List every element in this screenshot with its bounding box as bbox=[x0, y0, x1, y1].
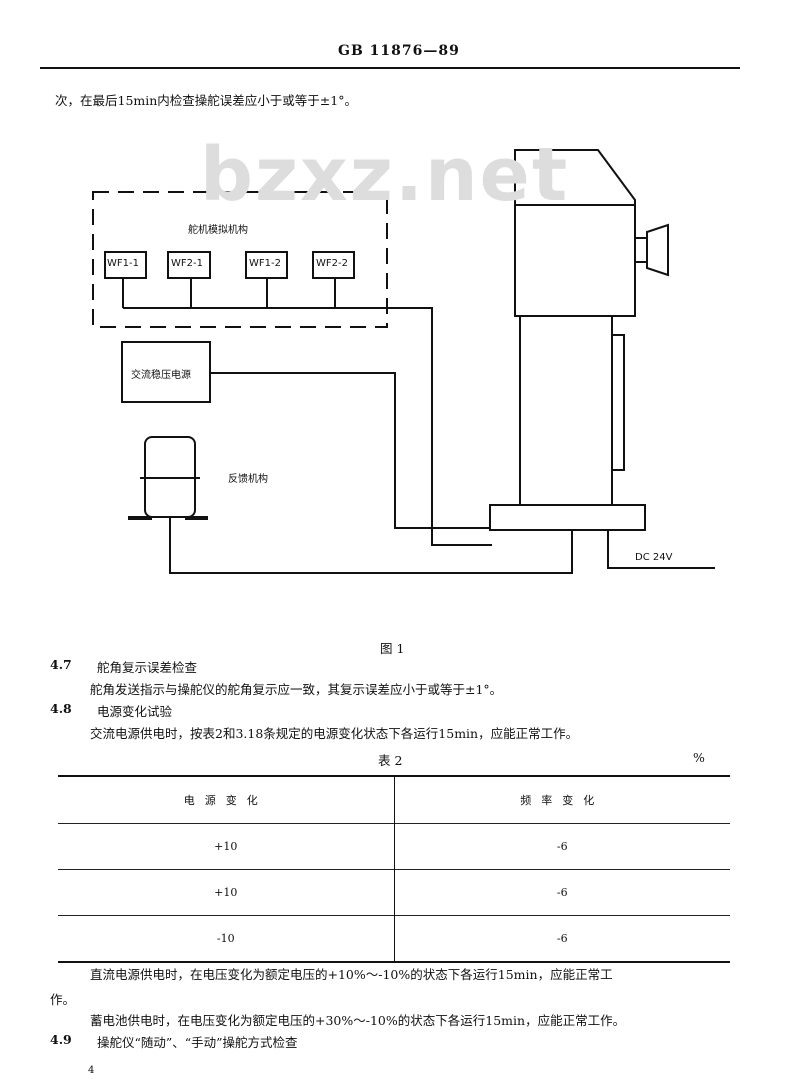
table-unit: % bbox=[693, 750, 705, 765]
paragraph: 蓄电池供电时，在电压变化为额定电压的+30%～-10%的状态下各运行15min，… bbox=[90, 1013, 626, 1028]
table-cell: +10 bbox=[58, 823, 395, 870]
section-title: 舵角复示误差检查 bbox=[97, 660, 198, 675]
standard-number: GB 11876—89 bbox=[338, 43, 460, 59]
wf-box bbox=[167, 251, 211, 279]
wf-label: WF2-1 bbox=[171, 258, 203, 269]
feedback-label: 反馈机构 bbox=[228, 474, 268, 485]
table-cell: -10 bbox=[58, 915, 395, 963]
simulator-dashed-box bbox=[92, 191, 388, 328]
header-rule bbox=[40, 67, 740, 69]
paragraph-continuation: 作。 bbox=[50, 992, 76, 1007]
dc-label: DC 24V bbox=[635, 552, 673, 563]
wf-box bbox=[104, 251, 147, 279]
table-cell: -6 bbox=[394, 823, 730, 870]
section-number: 4.9 bbox=[50, 1032, 72, 1047]
section-body: 交流电源供电时，按表2和3.18条规定的电源变化状态下各运行15min，应能正常… bbox=[90, 726, 579, 741]
device-base bbox=[489, 504, 646, 531]
section-number: 4.8 bbox=[50, 701, 72, 716]
wf-label: WF1-1 bbox=[107, 258, 139, 269]
device-column-detail bbox=[612, 334, 625, 471]
section-title: 操舵仪“随动”、“手动”操舵方式检查 bbox=[97, 1035, 298, 1050]
column-header: 电源变化 bbox=[58, 775, 395, 824]
device-column bbox=[519, 315, 613, 506]
table-cell: -6 bbox=[394, 915, 730, 963]
intro-line: 次，在最后15min内检查操舵误差应小于或等于±1°。 bbox=[55, 93, 357, 108]
paragraph: 直流电源供电时，在电压变化为额定电压的+10%～-10%的状态下各运行15min… bbox=[90, 967, 613, 982]
table-2: 电源变化 频率变化 +10 -6 +10 -6 -10 -6 bbox=[58, 775, 730, 963]
section-title: 电源变化试验 bbox=[97, 704, 173, 719]
watermark: bzxz.net bbox=[200, 132, 570, 218]
wf-label: WF2-2 bbox=[316, 258, 348, 269]
column-header: 频率变化 bbox=[394, 775, 730, 824]
page-number: 4 bbox=[88, 1065, 95, 1076]
dc-wire bbox=[607, 530, 715, 569]
wf-box bbox=[312, 251, 355, 279]
power-wire bbox=[210, 372, 492, 529]
table-cell: +10 bbox=[58, 869, 395, 916]
table-header-row: 电源变化 频率变化 bbox=[58, 775, 730, 824]
sim-box-label: 舵机模拟机构 bbox=[188, 225, 248, 236]
table-cell: -6 bbox=[394, 869, 730, 916]
device-knob-shaft bbox=[634, 237, 648, 263]
section-number: 4.7 bbox=[50, 657, 72, 672]
table-row: +10 -6 bbox=[58, 823, 730, 870]
table-title: 表 2 bbox=[378, 753, 403, 768]
table-row: -10 -6 bbox=[58, 915, 730, 963]
feedback-wire bbox=[169, 518, 573, 574]
power-box-label: 交流稳压电源 bbox=[131, 370, 191, 381]
figure-1-diagram bbox=[92, 149, 715, 574]
wf-label: WF1-2 bbox=[249, 258, 281, 269]
section-body: 舵角发送指示与操舵仪的舵角复示应一致，其复示误差应小于或等于±1°。 bbox=[90, 682, 503, 697]
device-knob bbox=[646, 223, 669, 277]
figure-caption: 图 1 bbox=[380, 641, 405, 656]
signal-wire bbox=[122, 278, 492, 546]
table-row: +10 -6 bbox=[58, 869, 730, 916]
